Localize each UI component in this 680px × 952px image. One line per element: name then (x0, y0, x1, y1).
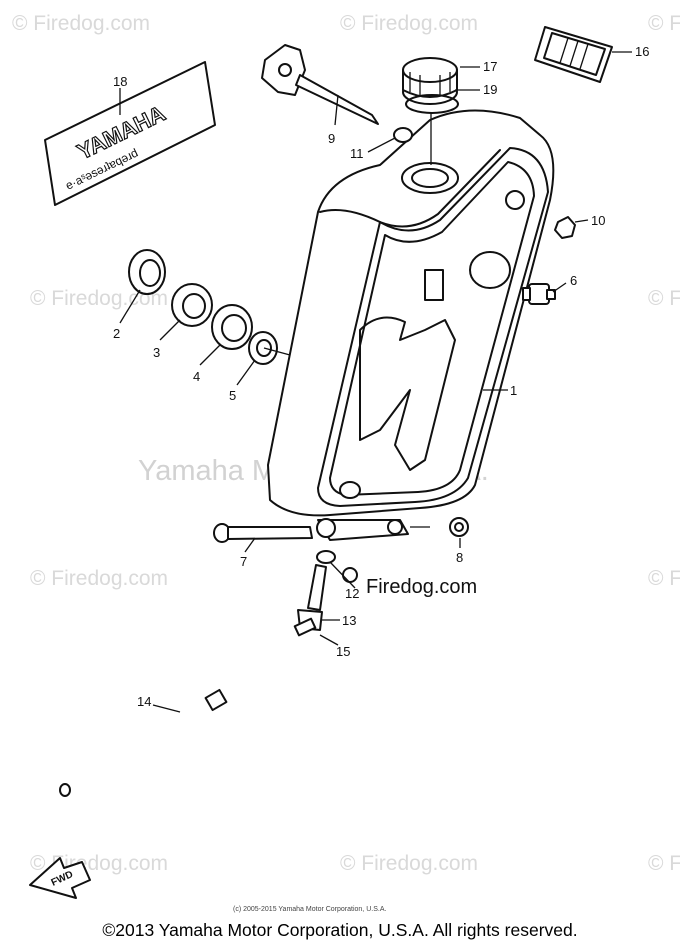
cap-top (402, 57, 458, 83)
watermark-top-center: © Firedog.com (340, 12, 478, 35)
firedog-logo-circle (342, 567, 358, 583)
tank-upper-bolt (505, 190, 525, 210)
part-label-8: 8 (456, 550, 463, 565)
part-11-washer (393, 127, 413, 143)
tank-side-panel (317, 147, 549, 507)
tank-side-inner (329, 161, 535, 496)
part-16-emblem (534, 26, 613, 83)
tank-drain-boss (339, 481, 361, 499)
part-label-19: 19 (483, 82, 497, 97)
part-2-damper (128, 249, 166, 295)
part-label-17: 17 (483, 59, 497, 74)
footer-copyright: ©2013 Yamaha Motor Corporation, U.S.A. A… (102, 920, 578, 940)
part-label-16: 16 (635, 44, 649, 59)
part-label-6: 6 (570, 273, 577, 288)
part-label-5: 5 (229, 388, 236, 403)
filler-neck (401, 162, 459, 194)
part-label-13: 13 (342, 613, 356, 628)
emblem-inner (543, 32, 606, 76)
leader-lines (119, 51, 632, 713)
part-10-nut (554, 216, 576, 239)
part-8-nut (449, 517, 469, 537)
part-label-1: 1 (510, 383, 517, 398)
part-3-ring (171, 283, 213, 327)
part-4-ring (211, 304, 253, 350)
tank-body (267, 109, 555, 517)
part-label-4: 4 (193, 369, 200, 384)
tank-recess (359, 316, 456, 471)
knob-head (261, 44, 306, 96)
part-label-15: 15 (336, 644, 350, 659)
watermark-mid-left: © Firedog.com (30, 287, 168, 310)
part-label-2: 2 (113, 326, 120, 341)
part-label-12: 12 (345, 586, 359, 601)
part-12-washer (316, 550, 336, 564)
fwd-arrow: FWD (29, 857, 91, 899)
knob-center (278, 63, 292, 77)
watermark-lower-left: © Firedog.com (30, 567, 168, 590)
part-17-filler-cap (402, 57, 458, 105)
tank-bracket (424, 269, 444, 301)
part-5-plate (248, 331, 278, 365)
part-1-fuel-tank (267, 109, 555, 517)
part-label-14: 14 (137, 694, 151, 709)
part-18-decal: YAMAHA e·aˢǝsǝɹʇɐqǝɹd (44, 61, 216, 206)
part-14-fuel-pipe (59, 626, 307, 797)
part-number-labels: 18 17 19 16 9 11 10 6 1 2 3 4 5 7 8 12 1… (113, 44, 649, 709)
part-19-gasket (405, 94, 459, 114)
watermark-lower-right: © Firedog.com (648, 567, 680, 590)
decal-outline (44, 61, 216, 206)
filler-neck-inner (411, 168, 449, 188)
part-label-10: 10 (591, 213, 605, 228)
watermark-top-left: © Firedog.com (12, 12, 150, 35)
part-label-11: 11 (350, 146, 364, 161)
watermark-top-right: © Firedog.com (648, 12, 680, 35)
part-9-vent-knob (261, 44, 379, 125)
part-6-damper (522, 283, 556, 305)
watermark-bottom-center: © Firedog.com (340, 852, 478, 875)
part-7-bolt (213, 523, 313, 543)
watermark-bottom-right: © Firedog.com (648, 852, 680, 875)
fwd-arrow-icon (29, 857, 91, 899)
part-label-7: 7 (240, 554, 247, 569)
small-copyright: (c) 2005-2015 Yamaha Motor Corporation, … (233, 906, 386, 913)
watermark-mid-right: © Firedog.com (648, 287, 680, 310)
tank-mount-hole (469, 251, 511, 289)
part-label-18: 18 (113, 74, 127, 89)
firedog-center-mark: Firedog.com (366, 576, 477, 598)
part-label-3: 3 (153, 345, 160, 360)
part-15-clamp (293, 617, 317, 637)
part-label-9: 9 (328, 131, 335, 146)
tank-mount-bracket (316, 518, 409, 541)
